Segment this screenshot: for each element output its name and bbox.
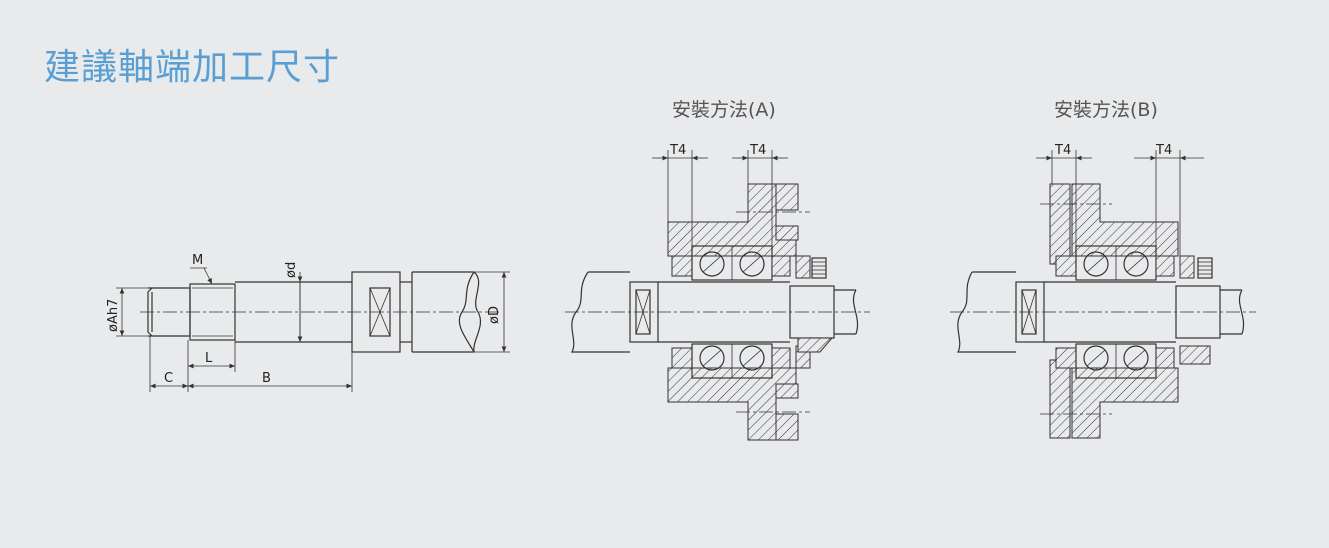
method-a-drawing: T4 T4: [565, 143, 870, 441]
page-title: 建議軸端加工尺寸: [44, 47, 341, 88]
dim-D-label: øD: [487, 306, 502, 324]
method-a-t4-left: T4: [669, 143, 686, 158]
dim-l-label: L: [205, 351, 213, 366]
dim-c-label: C: [164, 371, 173, 386]
method-b-t4-right: T4: [1155, 143, 1172, 158]
method-a-caption: 安裝方法(A): [672, 99, 776, 121]
dim-m-label: M: [192, 253, 203, 268]
dim-d-label: ød: [284, 262, 299, 278]
shaft-end-drawing: ød øD øAh7 M L C B: [106, 253, 510, 392]
method-b-drawing: T4 T4: [950, 143, 1256, 439]
dim-b-label: B: [262, 371, 271, 386]
method-a-t4-right: T4: [749, 143, 766, 158]
dim-a-label: øAh7: [106, 299, 121, 332]
method-b-t4-left: T4: [1054, 143, 1071, 158]
method-b-caption: 安裝方法(B): [1054, 99, 1158, 121]
